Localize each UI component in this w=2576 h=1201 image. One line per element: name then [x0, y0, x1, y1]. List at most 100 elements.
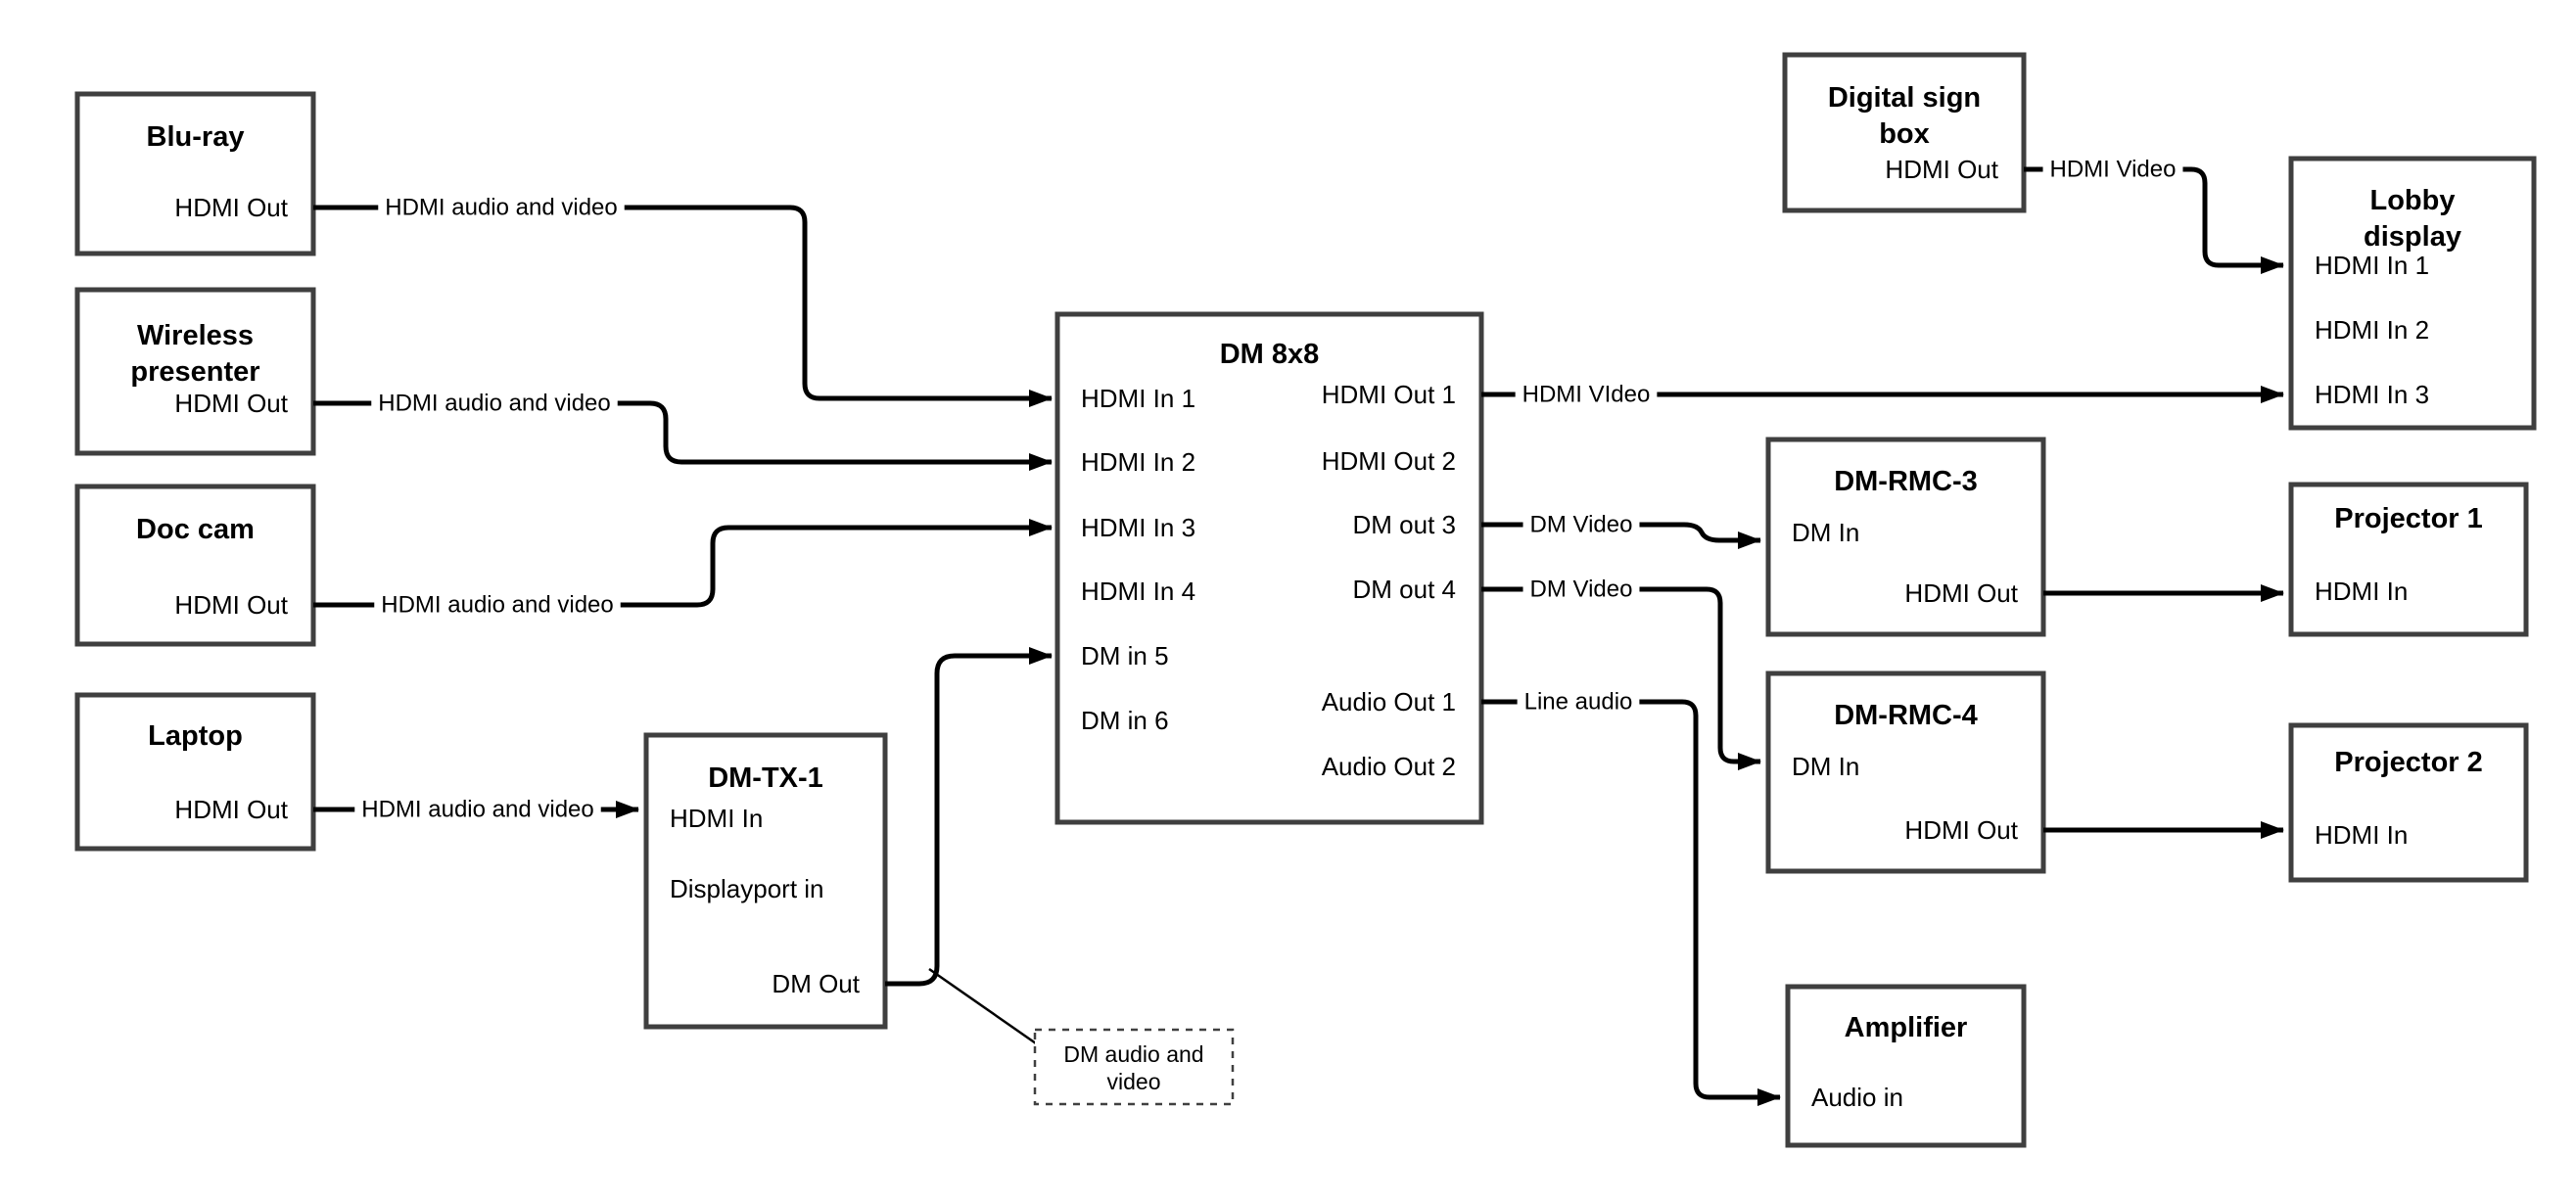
note-callout-line [928, 967, 1037, 1045]
port-label-lobby-display-hdmi-in-2: HDMI In 2 [2315, 315, 2429, 345]
node-title-digital-sign-box: Digital sign [1828, 82, 1981, 114]
edge-label-dm8x8-dm-out-4-to-dmrmc4-dm-in: DM Video [1530, 577, 1633, 603]
port-label-lobby-display-hdmi-in-3: HDMI In 3 [2315, 380, 2429, 409]
port-label-dm-8x8-hdmi-in-4: HDMI In 4 [1081, 577, 1195, 606]
node-title-dm-rmc-3: DM-RMC-3 [1834, 466, 1978, 497]
edge-dm8x8-dm-out-4-to-dmrmc4-dm-in [1481, 586, 1761, 770]
edge-label-bg [1522, 574, 1640, 605]
port-label-dm-8x8-dm-in-5: DM in 5 [1081, 641, 1169, 670]
port-label-dm-8x8-hdmi-in-1: HDMI In 1 [1081, 384, 1195, 413]
node-box-dm-8x8 [1054, 311, 1484, 825]
port-label-dm-8x8-hdmi-in-3: HDMI In 3 [1081, 513, 1195, 542]
node-title-doc-cam: Doc cam [136, 514, 255, 545]
edge-label-bg [1515, 379, 1658, 410]
note-text: video [1107, 1069, 1161, 1094]
edge-label-dm8x8-hdmi-out-1-to-lobby-hdmi-in-3: HDMI VIdeo [1522, 382, 1651, 408]
port-label-dm-rmc-4-dm-in: DM In [1792, 752, 1859, 781]
node-box-blu-ray [74, 91, 316, 256]
port-label-projector-2-hdmi-in: HDMI In [2315, 820, 2408, 850]
node-projector-2: Projector 2 HDMI In [2288, 722, 2529, 883]
node-title-dm-rmc-4: DM-RMC-4 [1834, 700, 1978, 731]
node-box-digital-sign-box [1782, 52, 2027, 213]
edge-label-blu-ray-hdmi-to-dm8x8-hdmi-in-1: HDMI audio and video [385, 195, 617, 221]
edge-doc-cam-hdmi-to-dm8x8-hdmi-in-3 [313, 519, 1053, 608]
port-label-dm-rmc-3-dm-in: DM In [1792, 518, 1859, 547]
edge-label-bg [354, 794, 601, 825]
port-label-dm-8x8-audio-out-1: Audio Out 1 [1322, 687, 1456, 716]
port-label-dm-rmc-3-hdmi-out: HDMI Out [1904, 578, 2018, 608]
port-label-projector-1-hdmi-in: HDMI In [2315, 577, 2408, 606]
node-title-lobby-display: display [2364, 221, 2461, 253]
node-title-blu-ray: Blu-ray [147, 121, 245, 153]
edge-label-bg [1517, 686, 1640, 717]
edge-digital-sign-hdmi-to-lobby-hdmi-in-1 [2024, 166, 2284, 274]
node-box-projector-2 [2288, 722, 2529, 883]
edge-dm8x8-dm-out-3-to-dmrmc3-dm-in [1481, 522, 1761, 549]
node-box-wireless-presenter [74, 287, 316, 456]
node-title-projector-1: Projector 1 [2334, 503, 2483, 534]
node-title-dm-tx-1: DM-TX-1 [708, 762, 823, 794]
edge-label-bg [1522, 509, 1640, 540]
edge-label-wireless-hdmi-to-dm8x8-hdmi-in-2: HDMI audio and video [378, 391, 610, 417]
node-dm-rmc-3: DM-RMC-3 DM In HDMI Out [1765, 437, 2046, 637]
port-label-dm-8x8-hdmi-out-1: HDMI Out 1 [1322, 380, 1456, 409]
edge-wireless-hdmi-to-dm8x8-hdmi-in-2 [313, 400, 1053, 471]
port-label-wireless-presenter-hdmi-out: HDMI Out [174, 389, 288, 418]
port-label-lobby-display-hdmi-in-1: HDMI In 1 [2315, 251, 2429, 280]
node-title-wireless-presenter: presenter [130, 356, 259, 388]
node-title-wireless-presenter: Wireless [137, 320, 254, 351]
edge-label-bg [378, 192, 625, 223]
port-label-dm-tx-1-dm-out: DM Out [772, 969, 860, 998]
edge-label-laptop-hdmi-to-dmtx1-hdmi-in: HDMI audio and video [361, 797, 593, 823]
port-label-dm-8x8-hdmi-in-2: HDMI In 2 [1081, 447, 1195, 477]
port-label-laptop-hdmi-out: HDMI Out [174, 795, 288, 824]
port-label-dm-tx-1-displayport-in: Displayport in [670, 874, 824, 903]
node-box-laptop [74, 692, 316, 852]
port-label-amplifier-audio-in: Audio in [1811, 1083, 1903, 1112]
port-label-digital-sign-box-hdmi-out: HDMI Out [1885, 155, 1998, 184]
edge-label-dm8x8-audio-out-1-to-amplifier-audio-in: Line audio [1524, 689, 1633, 716]
edge-label-bg [374, 589, 621, 621]
note-box [1033, 1028, 1235, 1106]
node-title-laptop: Laptop [148, 720, 243, 752]
node-box-projector-1 [2288, 482, 2529, 637]
node-box-doc-cam [74, 484, 316, 647]
node-box-amplifier [1785, 984, 2027, 1148]
port-label-dm-8x8-audio-out-2: Audio Out 2 [1322, 752, 1456, 781]
node-title-amplifier: Amplifier [1845, 1012, 1968, 1043]
edge-label-bg [371, 388, 618, 419]
port-label-blu-ray-hdmi-out: HDMI Out [174, 193, 288, 222]
edge-label-digital-sign-hdmi-to-lobby-hdmi-in-1: HDMI Video [2050, 157, 2177, 183]
node-box-dm-rmc-4 [1765, 670, 2046, 874]
node-title-lobby-display: Lobby [2370, 185, 2456, 216]
port-label-dm-8x8-dm-out-4: DM out 4 [1353, 575, 1457, 604]
port-label-dm-rmc-4-hdmi-out: HDMI Out [1904, 815, 2018, 845]
port-label-dm-8x8-dm-out-3: DM out 3 [1353, 510, 1457, 539]
port-label-dm-tx-1-hdmi-in: HDMI In [670, 804, 763, 833]
node-title-dm-8x8: DM 8x8 [1220, 339, 1320, 370]
port-label-dm-8x8-dm-in-6: DM in 6 [1081, 706, 1169, 735]
node-box-dm-rmc-3 [1765, 437, 2046, 637]
node-projector-1: Projector 1 HDMI In [2288, 482, 2529, 637]
node-box-lobby-display [2288, 156, 2537, 431]
edge-label-dm8x8-dm-out-3-to-dmrmc3-dm-in: DM Video [1530, 512, 1633, 538]
edge-dm8x8-audio-out-1-to-amplifier-audio-in [1481, 699, 1781, 1106]
node-box-dm-tx-1 [643, 732, 888, 1030]
node-title-digital-sign-box: box [1879, 118, 1930, 150]
node-title-projector-2: Projector 2 [2334, 747, 2483, 778]
node-dm-rmc-4: DM-RMC-4 DM In HDMI Out [1765, 670, 2046, 874]
edge-label-doc-cam-hdmi-to-dm8x8-hdmi-in-3: HDMI audio and video [381, 592, 613, 619]
port-label-doc-cam-hdmi-out: HDMI Out [174, 590, 288, 620]
note-text: DM audio and [1063, 1041, 1203, 1067]
edge-blu-ray-hdmi-to-dm8x8-hdmi-in-1 [313, 205, 1053, 407]
